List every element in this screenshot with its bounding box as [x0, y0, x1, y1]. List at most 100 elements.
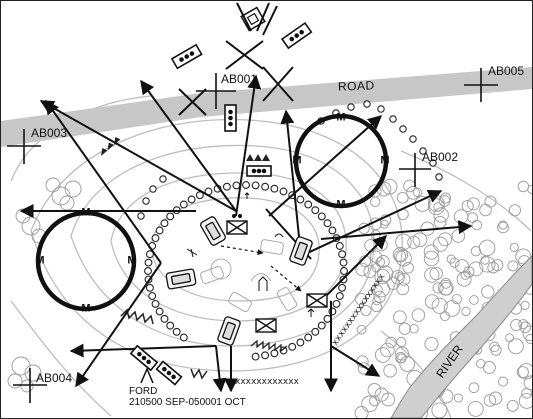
- wire-circle: [419, 147, 427, 155]
- wire-circle: [159, 175, 167, 183]
- vehicle-symbols: [165, 216, 313, 346]
- tree-symbol: [438, 232, 453, 247]
- wire-circle: [149, 185, 157, 193]
- tree-symbol: [461, 306, 471, 317]
- wire-circle: [270, 184, 279, 193]
- tree-symbol: [424, 336, 439, 352]
- wire-circle: [145, 283, 154, 292]
- tree-symbol: [396, 191, 409, 204]
- tree-symbol: [449, 257, 460, 268]
- tree-symbol: [409, 324, 419, 334]
- checkpoint-ab005-label: AB005: [488, 64, 525, 78]
- road: [1, 67, 532, 147]
- tree-symbol: [510, 318, 523, 332]
- minefield-east-label-n: M: [336, 111, 346, 124]
- wire-circle: [155, 307, 164, 316]
- tree-symbol: [479, 256, 496, 273]
- checkpoint-ab001-label: AB001: [221, 72, 258, 86]
- tree-symbol: [498, 220, 508, 230]
- wire-circle: [296, 195, 305, 204]
- tree-symbol: [478, 239, 496, 257]
- tree-symbol: [460, 270, 471, 280]
- wire-circle: [338, 250, 347, 259]
- unit-symbols: [226, 213, 328, 333]
- tree-symbol: [490, 344, 502, 356]
- small-glyphs: [186, 192, 315, 317]
- wire-circle: [435, 173, 443, 181]
- tree-symbol: [402, 262, 414, 274]
- tree-symbol: [521, 387, 532, 399]
- tree-symbol: [398, 322, 411, 335]
- tree-symbol: [424, 267, 440, 283]
- wire-circle: [251, 181, 260, 190]
- tree-symbol: [491, 259, 504, 272]
- wire-circle: [304, 200, 313, 209]
- tree-symbol: [412, 187, 423, 198]
- tree-symbol: [395, 233, 412, 251]
- tree-symbol: [515, 248, 532, 265]
- tree-symbol: [390, 270, 405, 285]
- wire-circle: [145, 250, 154, 259]
- tree-symbol: [440, 277, 452, 289]
- tree-symbol: [484, 195, 497, 208]
- tree-symbol: [363, 265, 377, 278]
- tree-symbol: [395, 250, 412, 267]
- minefield-west-label-s: M: [81, 302, 91, 315]
- tree-symbol: [395, 352, 407, 364]
- tree-symbol: [412, 232, 428, 248]
- tree-symbol: [506, 399, 519, 412]
- tree-symbol: [453, 393, 464, 403]
- road-label: ROAD: [337, 78, 375, 94]
- tree-symbol: [381, 392, 396, 407]
- svg-text:xxxxxxxxxxxx: xxxxxxxxxxxx: [235, 377, 300, 387]
- tree-symbol: [399, 356, 416, 372]
- wire-circle: [242, 181, 250, 189]
- wire-circle: [144, 267, 152, 275]
- wire-circle: [323, 314, 332, 323]
- tree-symbol: [509, 242, 519, 252]
- wire-circle: [279, 346, 288, 355]
- checkpoint-ab001-cross: [196, 73, 236, 109]
- wire-circle: [311, 206, 320, 215]
- wire-circle: [317, 212, 326, 221]
- wire-circle: [338, 283, 347, 292]
- tree-symbol: [371, 301, 382, 313]
- wire-circle: [160, 219, 169, 228]
- tree-symbol: [373, 280, 390, 298]
- tree-symbol: [367, 383, 382, 397]
- tree-symbol: [520, 300, 530, 310]
- tree-symbol: [439, 389, 454, 404]
- wire-circle: [155, 226, 164, 235]
- tree-symbol: [394, 249, 407, 262]
- minefield-east-label-e: M: [380, 154, 390, 167]
- tree-symbol: [525, 333, 532, 344]
- wire-circle: [151, 234, 160, 243]
- tree-symbol: [518, 319, 529, 330]
- tree-symbol: [469, 295, 479, 305]
- minefield-west-label-e: M: [127, 254, 137, 267]
- wire-circle: [151, 299, 160, 308]
- ford-label-time: 210500 SEP-050001 OCT: [129, 397, 246, 408]
- tree-symbol: [488, 391, 503, 405]
- ford-label: FORD 210500 SEP-050001 OCT: [129, 386, 246, 408]
- wire-circle: [142, 197, 150, 205]
- tree-symbol: [505, 333, 515, 343]
- tree-symbol: [374, 268, 390, 285]
- tree-symbol: [364, 239, 378, 253]
- tree-symbol: [476, 358, 486, 369]
- tree-symbol: [360, 304, 372, 317]
- tree-symbol: [377, 265, 394, 282]
- tree-symbol: [385, 336, 397, 349]
- tree-symbol: [517, 180, 530, 193]
- wire-circle: [144, 258, 153, 267]
- tree-symbol: [467, 212, 478, 223]
- movement-arrows: [220, 245, 302, 292]
- tree-symbol: [497, 221, 509, 234]
- tree-symbol: [411, 308, 426, 322]
- tree-symbol: [396, 336, 407, 347]
- tree-symbol: [370, 283, 383, 296]
- tree-symbol: [433, 207, 449, 223]
- wire-circle: [251, 352, 260, 361]
- tree-symbol: [429, 266, 443, 281]
